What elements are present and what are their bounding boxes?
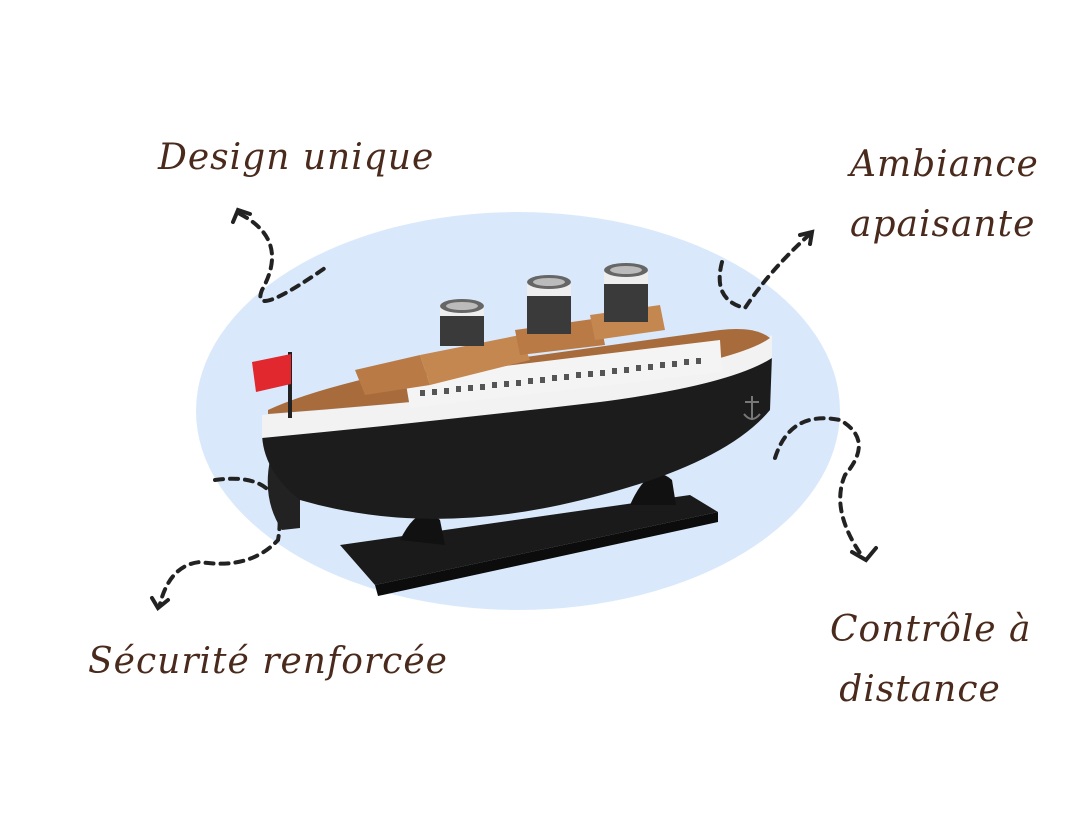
anchor-icon [743, 396, 761, 420]
flag-icon [252, 352, 292, 418]
feature-label-ambiance: Ambiance apaisante [850, 135, 1039, 255]
ship-white-band [262, 335, 772, 438]
ship-superstructure [355, 305, 722, 408]
feature-label-ambiance-line2: apaisante [850, 204, 1036, 245]
dashed-arrow-icon [158, 476, 282, 606]
feature-label-controle-line2: distance [839, 669, 1001, 710]
dashed-arrow-icon [717, 232, 812, 311]
ship-funnels [440, 263, 648, 346]
dashed-arrow-icon [238, 212, 327, 303]
feature-label-ambiance-line1: Ambiance [850, 144, 1039, 185]
ship-stand [340, 473, 718, 596]
ship-hull [262, 355, 772, 519]
feature-label-controle: Contrôle à distance [830, 600, 1032, 720]
feature-label-design: Design unique [158, 137, 435, 178]
feature-label-controle-line1: Contrôle à [830, 609, 1032, 650]
dashed-arrow-icon [773, 416, 864, 558]
feature-label-securite: Sécurité renforcée [88, 641, 448, 682]
